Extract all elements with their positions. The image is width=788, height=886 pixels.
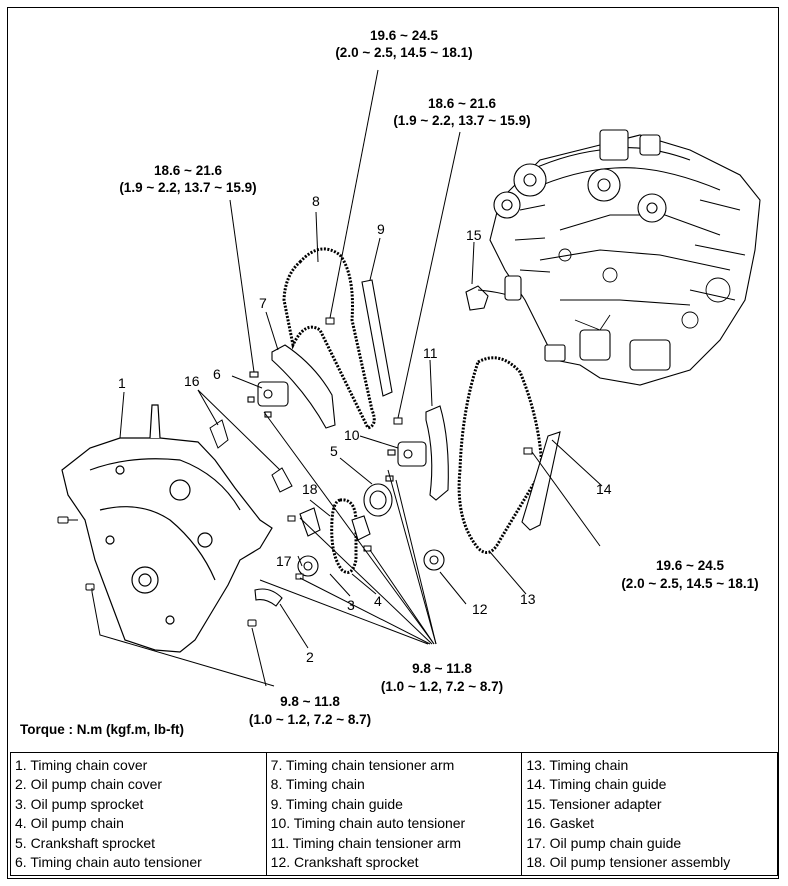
legend-item: 18. Oil pump tensioner assembly	[526, 854, 731, 871]
callout-1: 1	[118, 375, 126, 391]
callout-17: 17	[276, 553, 292, 569]
auto-tensioner-6	[247, 371, 289, 418]
oil-pump-sprocket	[297, 555, 319, 577]
legend-item: 8. Timing chain	[270, 776, 365, 793]
legend-item: 3. Oil pump sprocket	[15, 795, 144, 812]
torque-labels: 19.6 ~ 24.5 (2.0 ~ 2.5, 14.5 ~ 18.1) 18.…	[20, 28, 759, 737]
legend-item: 7. Timing chain tensioner arm	[270, 757, 455, 773]
legend-item: 6. Timing chain auto tensioner	[15, 854, 202, 871]
legend-column-1: 1. Timing chain cover 2. Oil pump chain …	[10, 751, 267, 877]
tensioner-arm-11	[425, 405, 449, 501]
legend-item: 11. Timing chain tensioner arm	[270, 834, 462, 851]
legend-item: 16. Gasket	[526, 815, 595, 832]
legend-item: 4. Oil pump chain	[15, 815, 124, 832]
leader-lines	[91, 69, 603, 687]
torque-label-4-detail: (2.0 ~ 2.5, 14.5 ~ 18.1)	[621, 576, 758, 591]
tensioner-adapter	[465, 275, 522, 311]
oil-pump-tensioner	[351, 515, 371, 541]
legend-item: 5. Crankshaft sprocket	[15, 834, 156, 851]
callout-16: 16	[184, 373, 200, 389]
callout-13: 13	[520, 591, 536, 607]
torque-label-3-value: 18.6 ~ 21.6	[154, 163, 222, 178]
crankshaft-sprocket-12	[423, 549, 445, 571]
callout-8: 8	[312, 193, 320, 209]
cover-bolts	[57, 516, 257, 627]
callout-6: 6	[213, 366, 221, 382]
callout-2: 2	[306, 649, 314, 665]
tensioner-arm-7	[271, 344, 336, 429]
legend-row: 1. Timing chain cover 2. Oil pump chain …	[10, 751, 778, 877]
callout-15: 15	[466, 227, 482, 243]
timing-chain-guide-14	[521, 431, 561, 531]
legend-item: 14. Timing chain guide	[526, 776, 667, 793]
legend-item: 10. Timing chain auto tensioner	[270, 815, 466, 832]
timing-chain-8	[282, 247, 376, 430]
legend-item: 2. Oil pump chain cover	[15, 776, 163, 793]
torque-label-2-value: 18.6 ~ 21.6	[428, 96, 496, 111]
oil-pump-chain-guide	[299, 507, 321, 537]
exploded-diagram: 1 2 3 4 5 6 7 8 9 10 11 12 13 14 15 16 1…	[20, 28, 761, 737]
figure-frame	[7, 7, 779, 879]
torque-label-5-value: 9.8 ~ 11.8	[412, 661, 472, 676]
legend-item: 17. Oil pump chain guide	[526, 834, 682, 851]
callout-numbers: 1 2 3 4 5 6 7 8 9 10 11 12 13 14 15 16 1…	[118, 193, 612, 665]
torque-label-4-value: 19.6 ~ 24.5	[656, 558, 724, 573]
oil-pump-chain-cover	[254, 588, 283, 607]
callout-14: 14	[596, 481, 612, 497]
timing-chain-cover	[61, 404, 273, 653]
torque-label-3-detail: (1.9 ~ 2.2, 13.7 ~ 15.9)	[119, 180, 256, 195]
torque-label-6-detail: (1.0 ~ 1.2, 7.2 ~ 8.7)	[249, 712, 371, 727]
legend-item: 1. Timing chain cover	[15, 757, 148, 773]
engine-openings	[558, 248, 731, 331]
legend-item: 12. Crankshaft sprocket	[270, 854, 419, 871]
torque-label-6-value: 9.8 ~ 11.8	[280, 694, 340, 709]
callout-10: 10	[344, 427, 360, 443]
callout-5: 5	[330, 443, 338, 459]
legend-item: 15. Tensioner adapter	[526, 795, 662, 812]
legend-column-2: 7. Timing chain tensioner arm 8. Timing …	[265, 751, 523, 877]
torque-label-1-value: 19.6 ~ 24.5	[370, 28, 438, 43]
engine-block	[489, 129, 761, 386]
callout-11: 11	[423, 345, 438, 361]
callout-3: 3	[347, 597, 355, 613]
callout-12: 12	[472, 601, 488, 617]
torque-unit-note: Torque : N.m (kgf.m, lb-ft)	[20, 722, 184, 737]
torque-label-2-detail: (1.9 ~ 2.2, 13.7 ~ 15.9)	[393, 113, 530, 128]
callout-18: 18	[302, 481, 318, 497]
timing-chain-13	[457, 356, 544, 554]
crankshaft-sprocket-5	[363, 483, 393, 517]
torque-label-1-detail: (2.0 ~ 2.5, 14.5 ~ 18.1)	[335, 45, 472, 60]
legend-column-3: 13. Timing chain 14. Timing chain guide …	[521, 751, 778, 877]
cam-sprockets	[493, 163, 667, 223]
oil-pump-chain	[330, 498, 358, 574]
callout-9: 9	[377, 221, 385, 237]
legend-item: 9. Timing chain guide	[270, 795, 403, 812]
gaskets	[209, 419, 293, 493]
parts-legend: 1. Timing chain cover 2. Oil pump chain …	[10, 751, 778, 877]
callout-7: 7	[259, 295, 267, 311]
torque-label-5-detail: (1.0 ~ 1.2, 7.2 ~ 8.7)	[381, 679, 503, 694]
callout-4: 4	[374, 593, 382, 609]
auto-tensioner-10	[385, 441, 427, 482]
legend-item: 13. Timing chain	[526, 757, 629, 773]
timing-chain-guide-9	[361, 279, 393, 397]
